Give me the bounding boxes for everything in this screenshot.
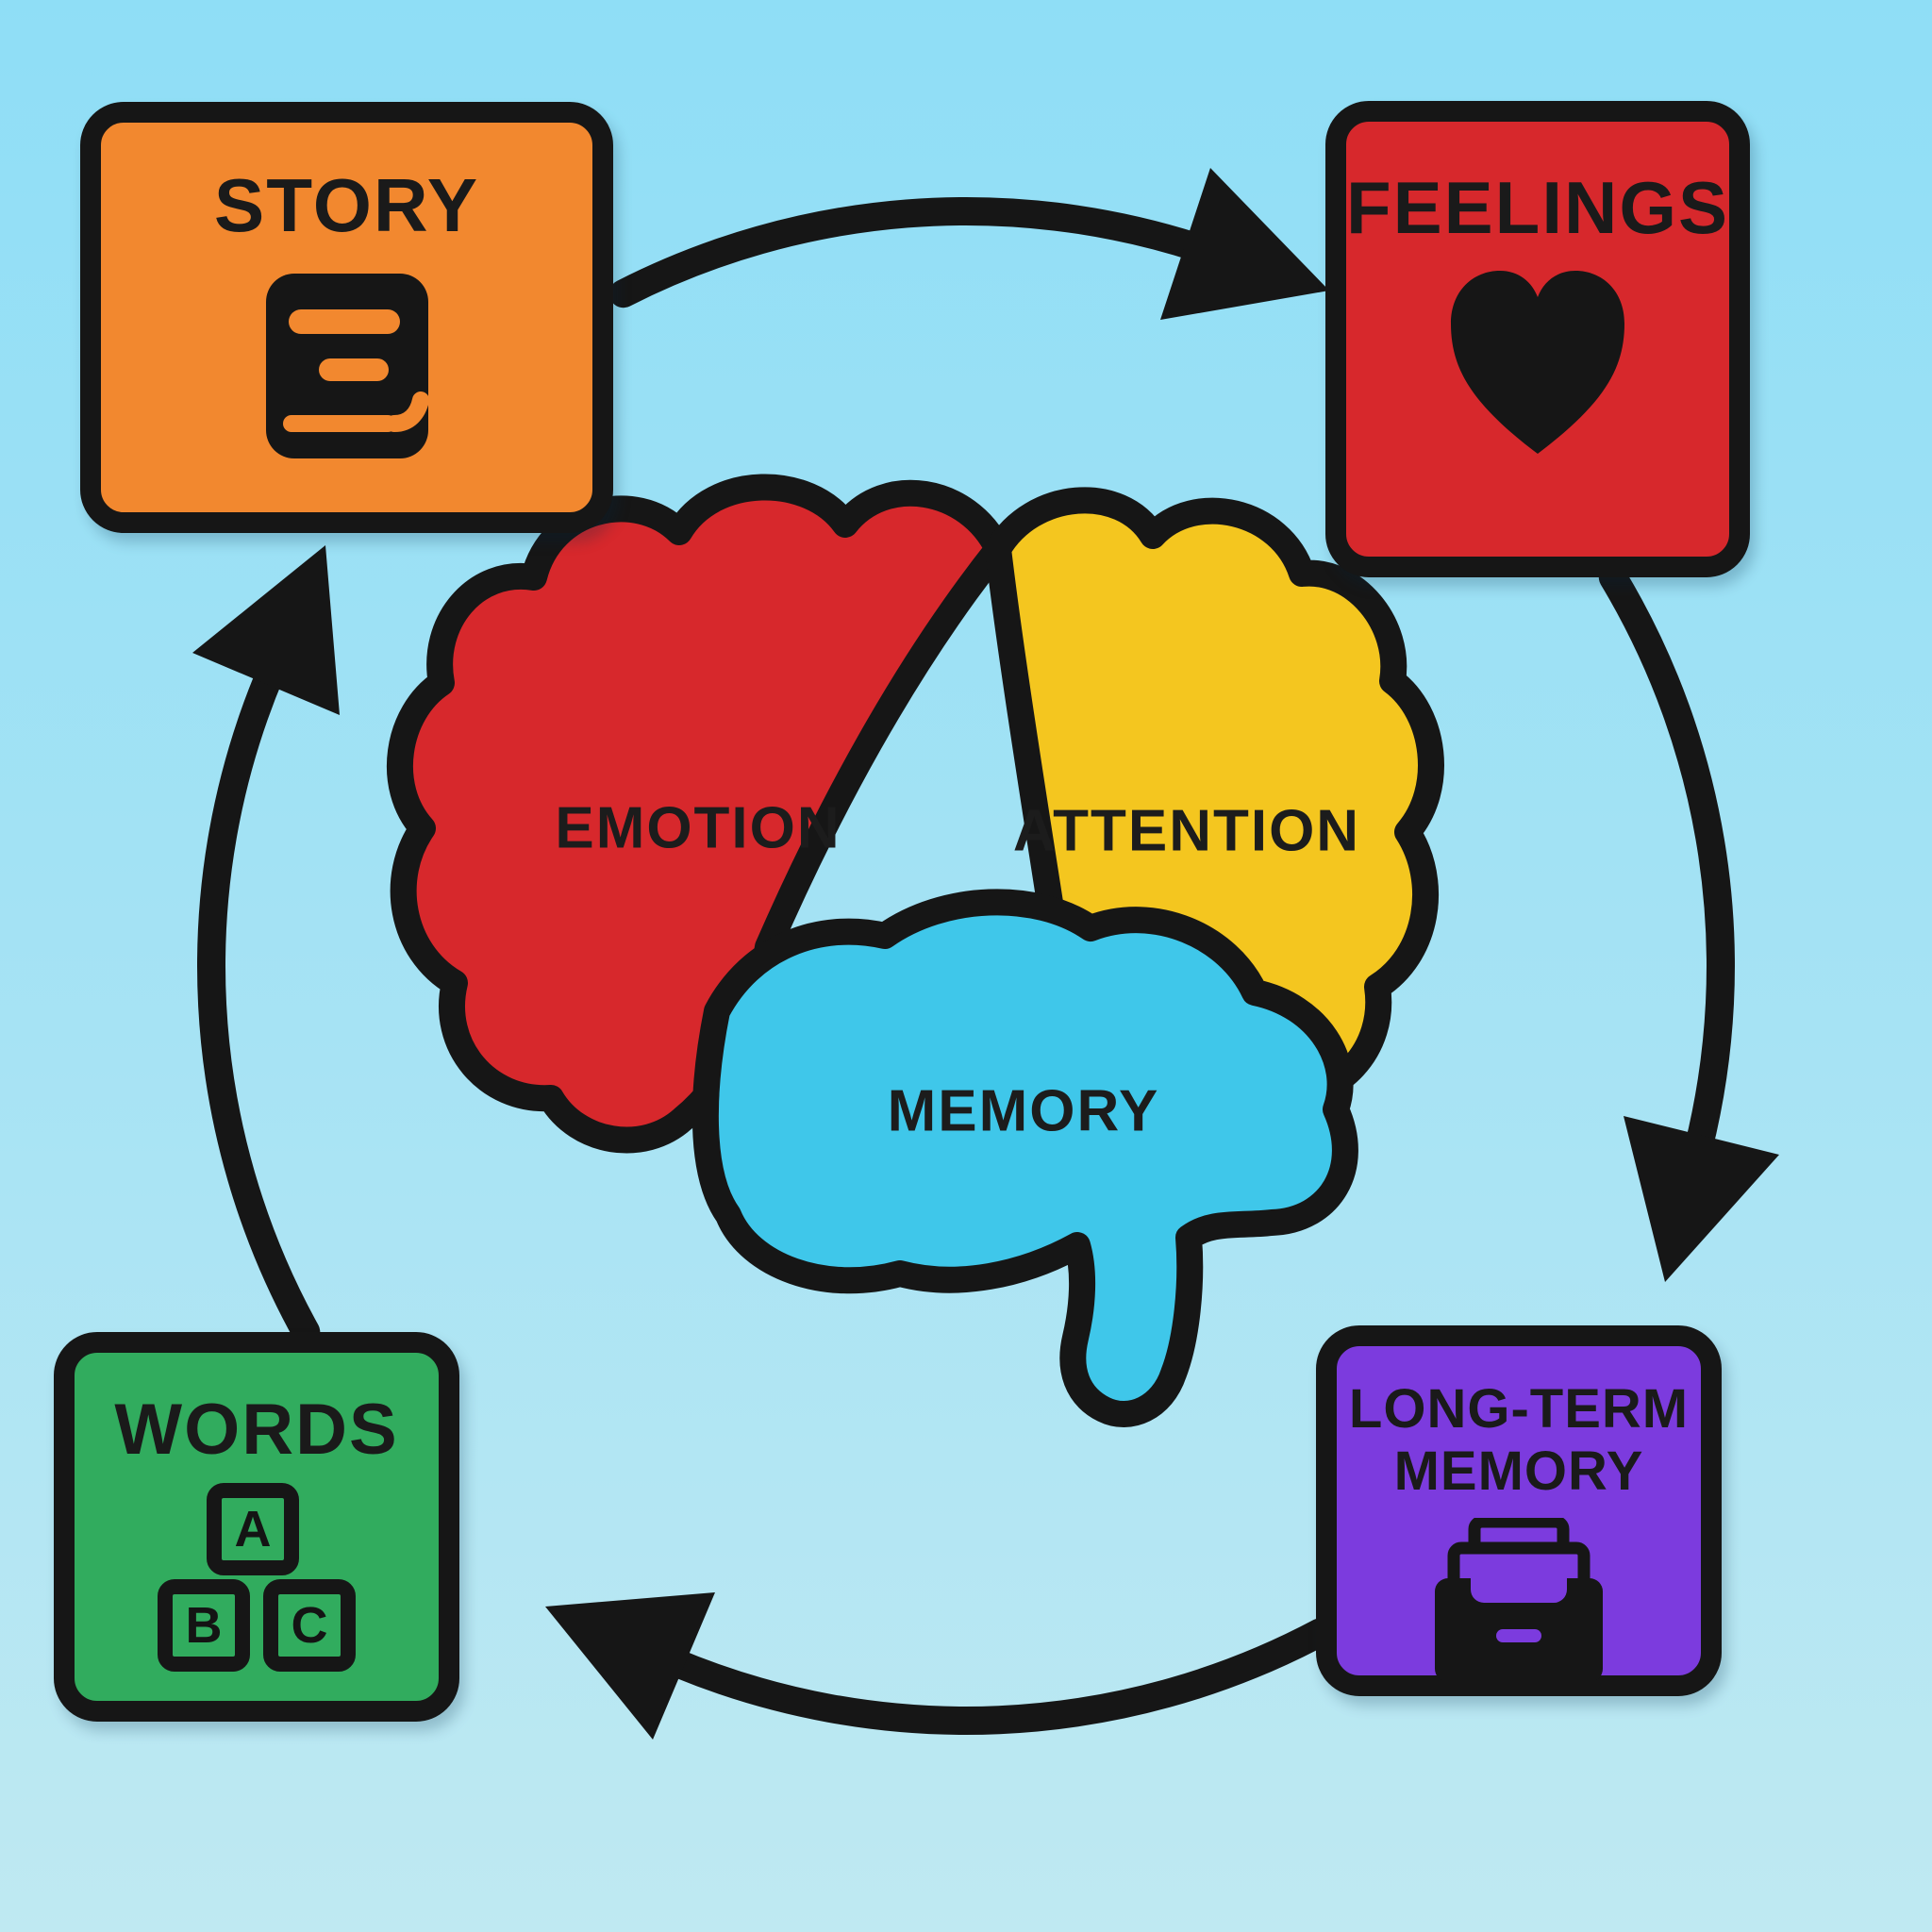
brain-label-memory: MEMORY	[887, 1078, 1160, 1144]
archive-drawer-icon	[1429, 1518, 1608, 1686]
node-long-term-memory-line2: MEMORY	[1393, 1441, 1644, 1502]
arrowhead-icon	[1624, 1116, 1779, 1282]
arrowhead-icon	[545, 1592, 715, 1740]
arrow-words-to-story	[192, 545, 340, 1346]
block-c-letter: C	[291, 1597, 328, 1654]
block-b: B	[158, 1579, 250, 1672]
abc-blocks-icon: A B C	[158, 1483, 356, 1672]
brain-region-memory	[691, 889, 1358, 1427]
brain-label-attention: ATTENTION	[1012, 798, 1361, 864]
node-words-label: WORDS	[114, 1390, 399, 1470]
block-c: C	[263, 1579, 356, 1672]
node-long-term-memory-line1: LONG-TERM	[1348, 1378, 1690, 1440]
arrow-feelings-to-long-term-memory	[1598, 563, 1779, 1282]
block-a: A	[207, 1483, 299, 1575]
brain-label-emotion: EMOTION	[555, 795, 841, 861]
arrowhead-icon	[1160, 168, 1329, 320]
node-feelings: FEELINGS	[1325, 101, 1750, 577]
node-long-term-memory: LONG-TERM MEMORY	[1316, 1325, 1722, 1696]
node-feelings-label: FEELINGS	[1345, 166, 1730, 249]
block-a-letter: A	[234, 1501, 272, 1557]
brain-illustration	[386, 474, 1444, 1427]
node-long-term-memory-label: LONG-TERM MEMORY	[1349, 1378, 1689, 1503]
arrow-long-term-memory-to-words	[545, 1592, 1335, 1740]
block-b-letter: B	[185, 1597, 223, 1654]
node-story: STORY	[80, 102, 613, 533]
arrow-story-to-feelings	[608, 168, 1329, 320]
heart-icon	[1443, 267, 1632, 458]
node-story-label: STORY	[213, 163, 480, 247]
arrowhead-icon	[192, 545, 340, 715]
book-icon	[262, 272, 432, 460]
node-words: WORDS A B C	[54, 1332, 459, 1722]
